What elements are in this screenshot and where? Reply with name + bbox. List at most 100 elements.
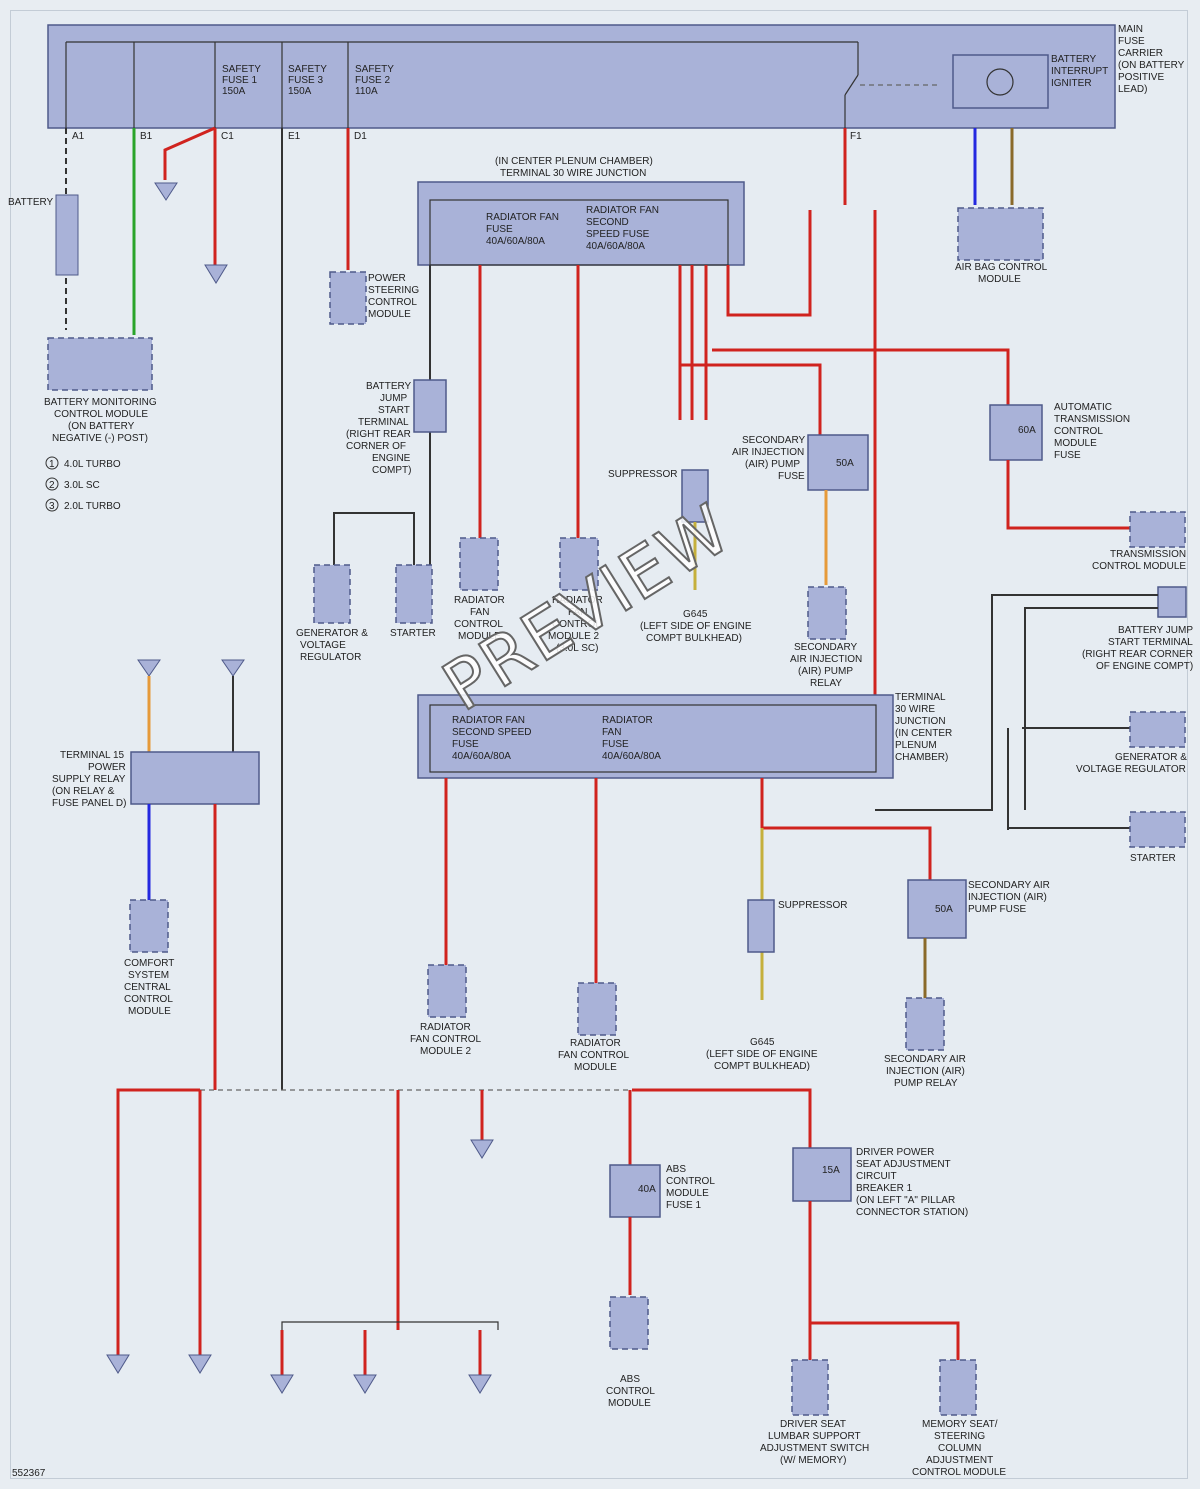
battery-symbol [55,194,79,276]
sai-fuse-mid [907,879,967,939]
suppressor-label: SUPPRESSOR [608,469,677,480]
rating-50a-mid: 50A [935,904,953,915]
terminal-E1: E1 [288,131,301,142]
abs-module [609,1296,649,1350]
terminal-F1: F1 [850,131,862,142]
battery-interrupt-igniter [952,54,1049,109]
comfort-module [129,899,169,953]
sai-relay-top [807,586,847,640]
starter-right [1129,811,1186,848]
rad-fan-cm [459,537,499,591]
legend-num-2: 2 [49,480,55,491]
terminal-D1: D1 [354,131,367,142]
connector-arrow-5 [470,1139,494,1159]
connector-arrow-4 [468,1374,492,1394]
rating-labels: 60A 50A 50A 40A 15A [638,425,1036,1195]
rating-50a-top: 50A [836,458,854,469]
legend-text-3: 2.0L TURBO [64,501,121,512]
sai-relay-mid [905,997,945,1051]
driver-seat-cb [792,1147,852,1202]
legend-marker-3 [45,498,59,512]
generator-right [1129,711,1186,748]
suppressor-mid [747,899,775,953]
suppressor-mid-label: SUPPRESSOR [778,900,847,911]
abs-fuse [609,1164,661,1218]
rating-60a: 60A [1018,425,1036,436]
rating-40a: 40A [638,1184,656,1195]
gen-right-label: GENERATOR &VOLTAGE REGULATOR [1076,752,1187,775]
connector-arrow-3 [353,1374,377,1394]
lumbar-switch [791,1359,829,1416]
legend-text-1: 4.0L TURBO [64,459,121,470]
connector-arrow-0 [106,1354,130,1374]
rad-fan-cm-mid [577,982,617,1036]
atcm-fuse [989,404,1043,461]
terminal15-relay [130,751,260,805]
terminal30-mid-box [417,694,894,779]
connector-arrow-2 [270,1374,294,1394]
starter-label: STARTER [390,628,436,639]
legend-num-3: 3 [49,501,55,512]
rating-15a: 15A [822,1165,840,1176]
terminal30-top-box [417,181,745,266]
battery-label: BATTERY [8,197,54,208]
jump-terminal-right [1157,586,1187,618]
legend: 1 4.0L TURBO 2 3.0L SC 3 2.0L TURBO [45,456,121,512]
battery-monitoring-module [47,337,153,391]
starter-module [395,564,433,624]
legend-marker-2 [45,477,59,491]
memory-module [939,1359,977,1416]
terminal-A1: A1 [72,131,85,142]
tcm-module [1129,511,1186,548]
power-steering-module [329,271,367,325]
terminal30-top-label: (IN CENTER PLENUM CHAMBER)TERMINAL 30 WI… [495,156,653,179]
rad-fan-cm2-mid [427,964,467,1018]
generator-module [313,564,351,624]
terminal-B1: B1 [140,131,153,142]
legend-num-1: 1 [49,459,55,470]
legend-text-2: 3.0L SC [64,480,100,491]
connector-arrow-1 [188,1354,212,1374]
airbag-module [957,207,1044,261]
legend-marker-1 [45,456,59,470]
starter-right-label: STARTER [1130,853,1176,864]
terminal-C1: C1 [221,131,234,142]
diagram-id: 552367 [12,1468,46,1479]
